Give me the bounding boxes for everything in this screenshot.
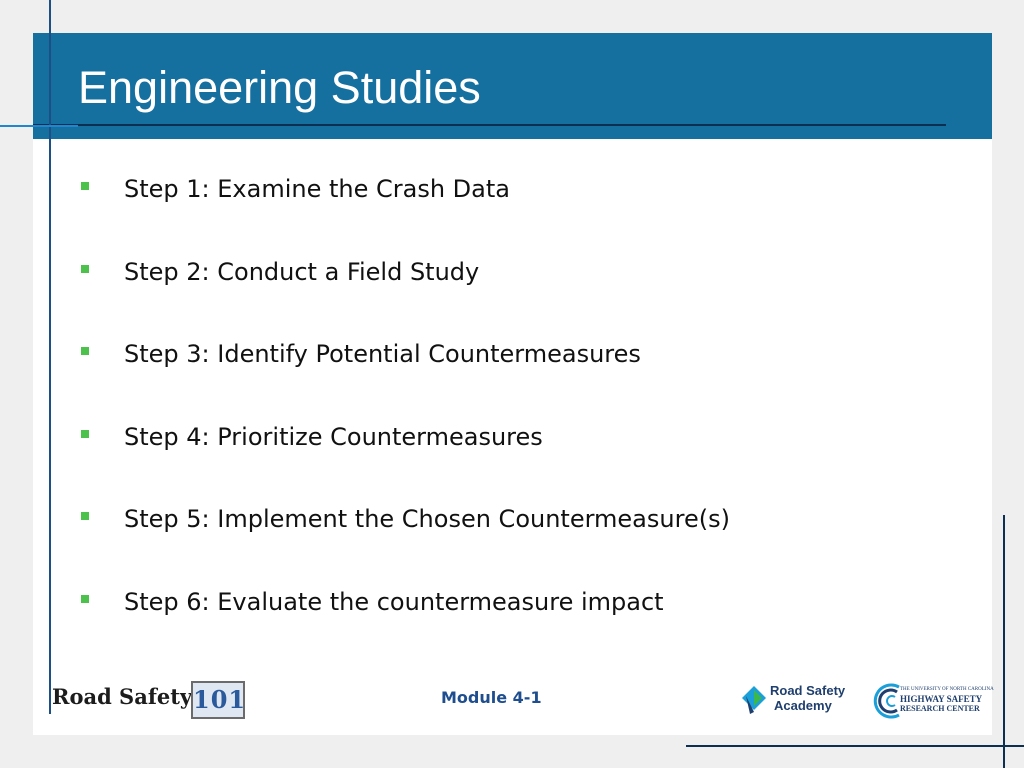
road-safety-101-number: 101 [191,681,245,719]
road-safety-academy-text: Road Safety Academy [770,683,846,713]
slide-title: Engineering Studies [78,62,481,113]
left-horizontal-rule [0,125,78,127]
hsrc-name-line2: RESEARCH CENTER [900,704,980,713]
hsrc-university-text: THE UNIVERSITY OF NORTH CAROLINA [900,687,994,692]
bullet-text: Step 4: Prioritize Countermeasures [124,422,543,451]
square-bullet-icon [81,429,89,438]
bullet-text: Step 6: Evaluate the countermeasure impa… [124,587,664,616]
title-bar [33,33,992,139]
bullet-text: Step 5: Implement the Chosen Countermeas… [124,505,730,533]
highway-safety-research-center-logo: THE UNIVERSITY OF NORTH CAROLINA HIGHWAY… [873,681,994,721]
square-bullet-icon [81,594,89,603]
square-bullet-icon [81,264,89,273]
bullet-text: Step 2: Conduct a Field Study [124,257,480,286]
module-number: Module 4-1 [441,688,542,707]
left-vertical-rule [49,0,51,714]
right-vertical-rule [1003,515,1005,768]
bullet-text: Step 3: Identify Potential Countermeasur… [124,340,641,368]
slide-background [33,33,992,735]
square-bullet-icon [81,347,89,355]
road-safety-academy-logo: Road Safety Academy [740,683,855,717]
title-underline [33,124,946,126]
hsrc-swirl-icon [873,683,900,719]
bottom-horizontal-rule [686,745,1024,747]
road-safety-academy-icon [742,686,766,714]
hsrc-name-line1: HIGHWAY SAFETY [900,694,983,704]
road-safety-101-label: Road Safety [52,684,193,709]
bullet-text: Step 1: Examine the Crash Data [124,175,510,203]
square-bullet-icon [81,512,89,520]
square-bullet-icon [81,182,89,190]
